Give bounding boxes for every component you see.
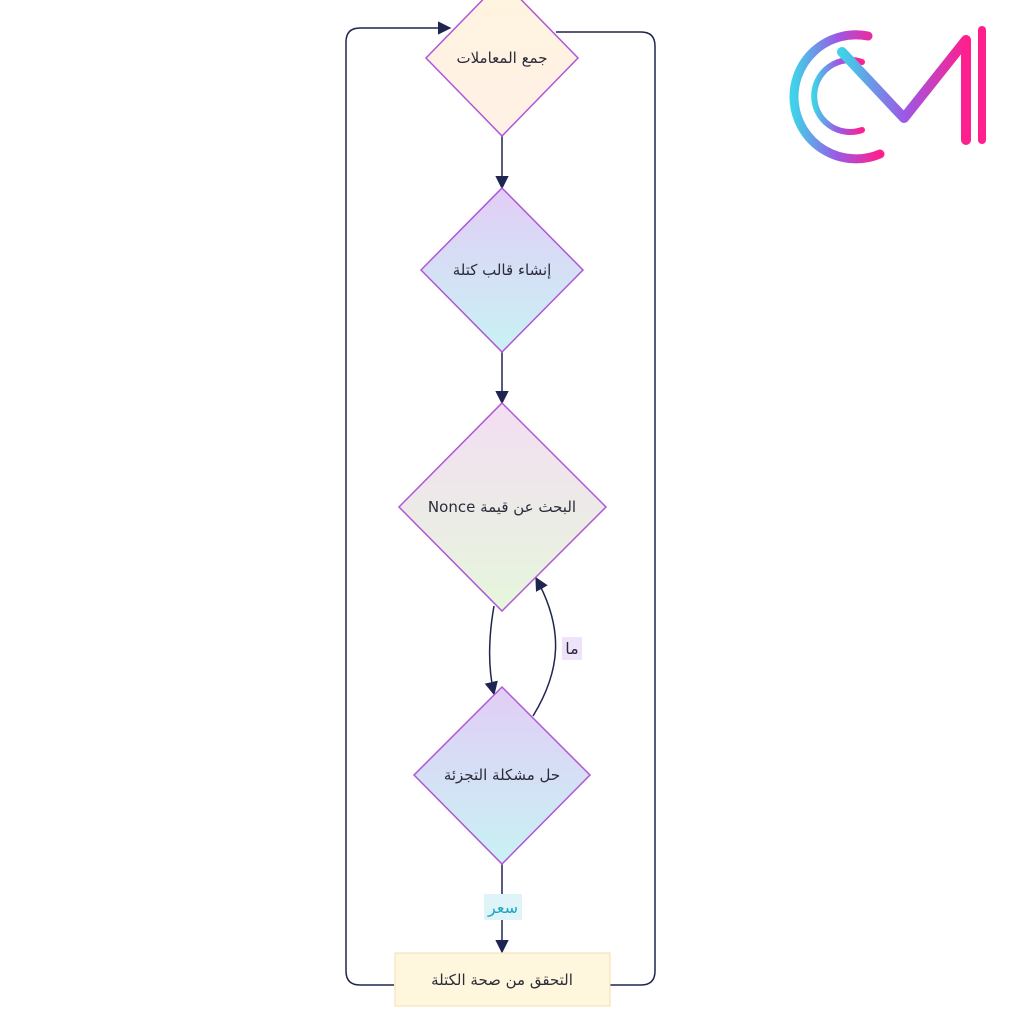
node-template-label: إنشاء قالب كتلة bbox=[453, 261, 552, 279]
node-collect-transactions[interactable]: جمع المعاملات bbox=[424, 0, 580, 138]
edge-label-success-text: سعر bbox=[487, 898, 518, 918]
node-verify-block[interactable]: التحقق من صحة الكتلة bbox=[394, 952, 611, 1007]
logo-c-outer bbox=[789, 30, 885, 164]
edge-collect-to-verify-right bbox=[556, 31, 656, 986]
node-search-nonce[interactable]: البحث عن قيمة Nonce bbox=[397, 401, 608, 613]
edge-hash-to-nonce-loop bbox=[532, 576, 557, 717]
node-create-block-template[interactable]: إنشاء قالب كتلة bbox=[419, 186, 585, 354]
edge-nonce-to-hash bbox=[484, 605, 498, 696]
logo-c-inner bbox=[811, 57, 865, 135]
logo-m bbox=[837, 35, 971, 145]
edge-label-loop: ما bbox=[562, 637, 582, 660]
node-nonce-label: البحث عن قيمة Nonce bbox=[428, 498, 576, 516]
node-collect-label: جمع المعاملات bbox=[456, 49, 547, 67]
edge-label-success: سعر bbox=[484, 894, 522, 920]
edge-verify-to-collect-left bbox=[345, 21, 452, 986]
brand-logo bbox=[789, 26, 986, 164]
node-hash-label: حل مشكلة التجزئة bbox=[444, 766, 560, 784]
node-solve-hash[interactable]: حل مشكلة التجزئة bbox=[412, 685, 592, 866]
node-verify-label: التحقق من صحة الكتلة bbox=[431, 971, 573, 989]
edge-label-loop-text: ما bbox=[565, 639, 578, 658]
